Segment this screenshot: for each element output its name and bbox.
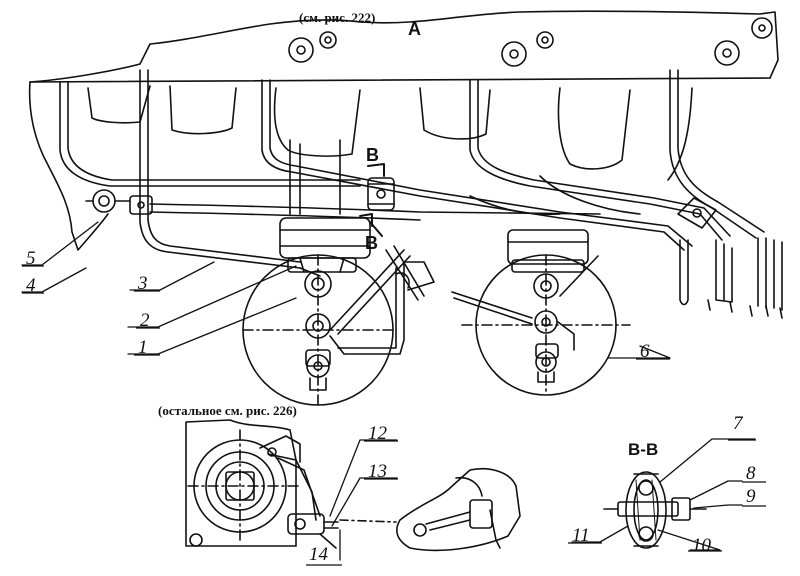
view-letter-a: А (408, 19, 421, 39)
left-unit (242, 217, 435, 406)
upper-bosses (288, 17, 773, 67)
callout-label: 12 (368, 423, 387, 444)
callout-label: 14 (309, 544, 328, 565)
callout-label: 10 (692, 535, 711, 556)
callout-label: 13 (368, 461, 387, 482)
callout-label: 4 (26, 275, 36, 296)
callout-label: 2 (140, 310, 150, 331)
callout-label: 3 (138, 273, 148, 294)
leader-lines (21, 221, 756, 561)
right-unit (451, 229, 631, 396)
section-title: В-В (628, 440, 659, 459)
callout-label: 6 (640, 341, 650, 362)
callout-label: 8 (746, 463, 756, 484)
detail-front-view (185, 419, 339, 549)
cut-mark-upper: В (366, 145, 379, 165)
cut-mark-lower: В (365, 233, 378, 253)
pipe-ends (679, 237, 783, 319)
top-reference-caption: (см. рис. 222) (299, 10, 376, 25)
callout-label: 9 (746, 486, 756, 507)
callout-label: 7 (733, 413, 743, 434)
section-cut-markers (359, 163, 385, 237)
callout-label: 11 (572, 525, 590, 546)
bottom-reference-caption: (остальное см. рис. 226) (158, 403, 297, 418)
tube-lines (59, 69, 765, 269)
section-bb-detail (603, 471, 707, 549)
callout-label: 5 (26, 248, 36, 269)
detail-side-view (339, 468, 521, 552)
tube-clamps (85, 177, 717, 229)
callout-label: 1 (138, 337, 148, 358)
